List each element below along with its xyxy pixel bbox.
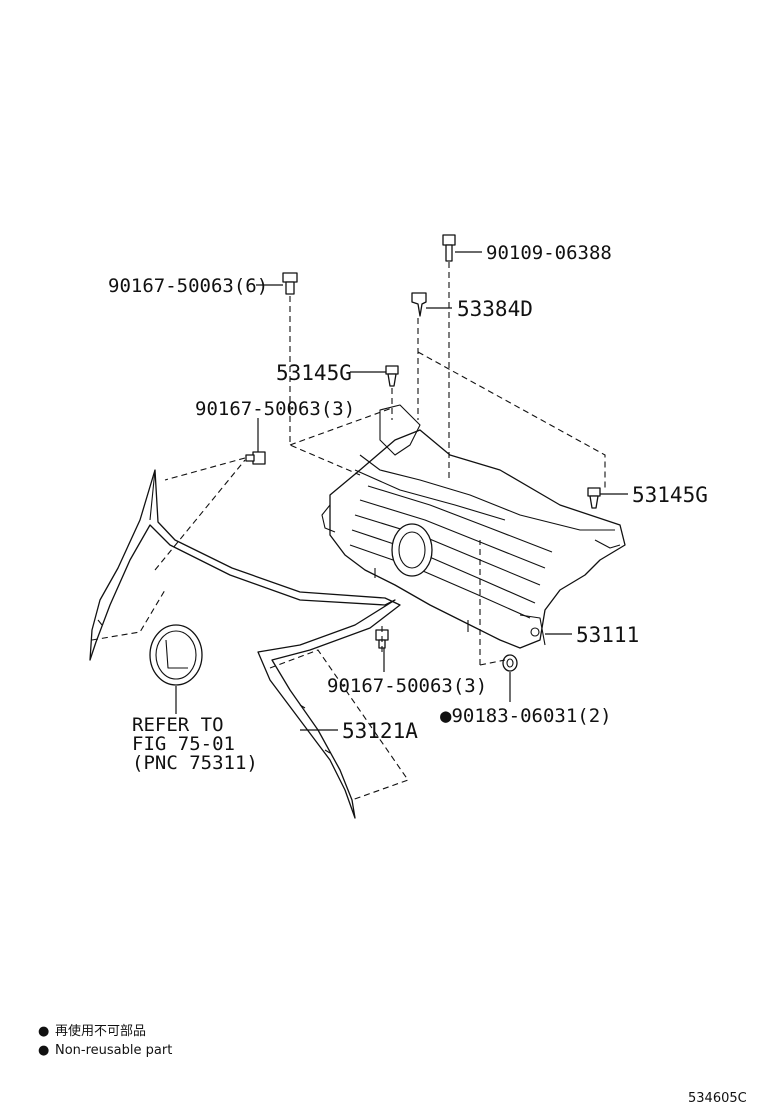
callout-90167-50063-3-lower: 90167-50063(3) xyxy=(327,675,487,697)
clip-53145G-left xyxy=(385,365,399,387)
callout-53145g-right: 53145G xyxy=(632,483,708,507)
callout-90183-06031: ●90183-06031(2) xyxy=(440,705,612,727)
clip-53384D xyxy=(411,292,427,317)
callout-90167-50063-3-mid: 90167-50063(3) xyxy=(195,398,355,420)
callout-90109-06388: 90109-06388 xyxy=(486,242,612,264)
callout-53145g-left: 53145G xyxy=(276,361,352,385)
legend: ● 再使用不可部品 ● Non-reusable part xyxy=(38,1023,172,1058)
lexus-emblem xyxy=(149,624,203,686)
figure-code: 534605C xyxy=(688,1091,747,1106)
callout-90167-50063-6: 90167-50063(6) xyxy=(108,275,268,297)
screw-90167-50063-mid xyxy=(245,451,266,465)
assembly-dashed-lines xyxy=(91,262,606,801)
reference-line-3: (PNC 75311) xyxy=(132,752,258,774)
legend-bullet-jp: ● xyxy=(38,1024,49,1039)
grille-emblem-ring xyxy=(391,523,433,577)
callout-53384d: 53384D xyxy=(457,297,533,321)
legend-text-jp: 再使用不可部品 xyxy=(55,1023,146,1039)
legend-bullet-en: ● xyxy=(38,1043,49,1058)
reference-line-2: FIG 75-01 xyxy=(132,733,235,755)
screw-90167-50063-top xyxy=(282,272,298,295)
bolt-90109-06388 xyxy=(442,234,456,262)
callout-53111: 53111 xyxy=(576,623,639,647)
radiator-grille-assembly xyxy=(321,404,626,649)
callout-53121a: 53121A xyxy=(342,719,418,743)
reference-line-1: REFER TO xyxy=(132,714,224,736)
legend-text-en: Non-reusable part xyxy=(55,1043,172,1058)
nut-90183-06031 xyxy=(502,654,518,672)
grille-molding xyxy=(89,469,401,819)
leader-lines xyxy=(175,251,628,731)
clip-53145G-right xyxy=(587,487,601,509)
